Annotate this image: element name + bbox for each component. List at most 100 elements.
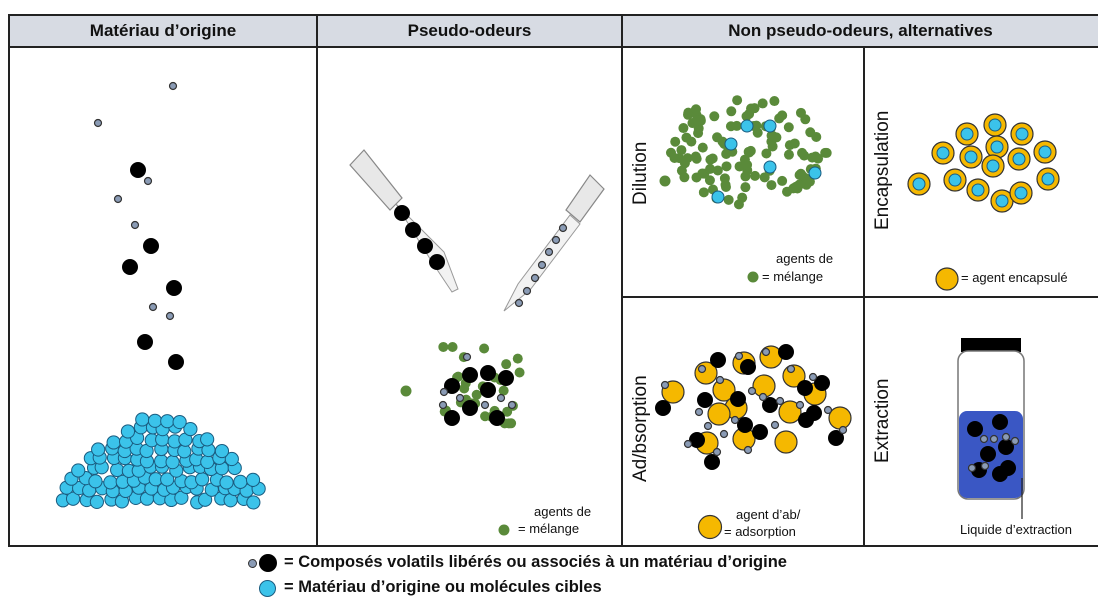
volatile-large-dot [168,354,184,370]
target-molecule-dot [246,495,261,510]
volatile-large-dot [130,162,146,178]
target-molecule-dot [103,475,118,490]
mixing-agent-dot [514,367,525,378]
volatile-small-dot [715,375,725,385]
volatile-small-dot [712,447,722,457]
target-molecule-dot [120,424,136,439]
mixing-agent-dot [471,389,482,400]
mixing-agent-dot [783,149,794,160]
adsorption-agent-dot [707,402,731,426]
target-molecule-dot [135,412,150,427]
volatile-small-dot [558,223,568,233]
mixing-agent-dot [749,103,760,114]
mixing-agent-dot [795,107,806,118]
mixing-agent-dot [693,128,704,139]
volatile-small-dot [113,194,123,204]
target-molecule-dot [711,190,725,204]
volatile-small-dot [795,400,805,410]
volatile-small-dot [743,445,753,455]
volatile-small-dot [979,434,989,444]
7 [740,359,756,375]
legend-mixing-agent-icon [498,524,510,536]
mixing-agent-dot [741,111,752,122]
mixing-agent-dot [480,411,491,422]
target-molecule-dot [763,160,777,174]
target-molecule-dot [65,491,81,506]
volatile-small-dot [507,400,517,410]
mixing-agent-dot [720,182,731,193]
target-molecule-dot [214,443,230,459]
legend-black-dot-icon [259,554,277,572]
legend-grey-dot-icon [248,559,257,568]
7.5 [480,382,496,398]
7 [762,397,778,413]
encapsulated-target-dot [948,173,962,187]
volatile-small-dot [775,396,785,406]
7 [998,439,1014,455]
encapsulated-target-dot [995,194,1009,208]
volatile-large-dot [166,280,182,296]
panel-pseudo-odors [316,46,623,547]
target-molecule-dot [808,166,822,180]
encapsulated-target-dot [988,118,1002,132]
encapsulated-target-dot [1041,172,1055,186]
target-molecule-dot [740,119,754,133]
mixing-agent-dot [766,130,777,141]
mixing-agent-dot [788,183,799,194]
legend-volatile-text: = Composés volatils libérés ou associés … [284,553,787,571]
target-molecule-dot [245,472,261,487]
legend-dilution-agent-icon [747,271,759,283]
mixing-agent-dot [733,199,744,210]
7 [737,417,753,433]
target-molecule-dot [200,454,215,470]
mixing-agent-dot [679,172,690,183]
legend-encapsulated-agent-icon [935,267,959,291]
7 [1000,460,1016,476]
adsorption-agent-dot [774,430,798,454]
target-molecule-dot [88,474,103,489]
mixing-agent-dot [732,95,743,106]
mixing-agent-dot [670,136,681,147]
volatile-large-dot [417,238,433,254]
adsorption-agent-dot [712,378,736,402]
volatile-large-dot [122,259,138,275]
header-source-material: Matériau d’origine [8,14,318,48]
volatile-small-dot [130,220,140,230]
encapsulated-target-dot [960,127,974,141]
target-molecule-dot [224,451,239,467]
7 [689,432,705,448]
mixing-agent-dot [698,187,709,198]
7 [814,375,830,391]
target-molecule-dot [198,492,213,507]
7.5 [444,410,460,426]
panel-encapsulation [863,46,1098,298]
encapsulated-target-dot [936,146,950,160]
mixing-agent-dot [691,104,702,115]
adsorption-agent-dot [828,406,852,430]
7 [967,421,983,437]
7.5 [489,410,505,426]
encapsulated-target-dot [990,140,1004,154]
target-molecule-dot [160,472,175,487]
mixing-agent-dot [731,120,742,131]
mixing-agent-dot [799,150,810,161]
encapsulation-legend: = agent encapsulé [961,270,1068,285]
mixing-agent-dot [705,154,716,165]
volatile-large-dot [394,205,410,221]
mixing-agent-dot [721,148,732,159]
mixing-agent-dot [447,342,458,353]
volatile-small-dot [168,81,178,91]
target-molecule-dot [89,494,104,509]
volatile-small-dot [480,400,490,410]
dilution-legend-line2: = mélange [762,269,824,284]
legend-cyan-dot-icon [259,580,276,597]
7.5 [480,365,496,381]
volatile-small-dot [537,260,547,270]
volatile-small-dot [1001,432,1011,442]
target-molecule-dot [195,472,210,487]
mixing-agent-dot [742,159,753,170]
mixing-agent-dot [740,171,751,182]
volatile-large-dot [405,222,421,238]
volatile-small-dot [730,415,740,425]
mixing-agent-dot [804,176,815,187]
